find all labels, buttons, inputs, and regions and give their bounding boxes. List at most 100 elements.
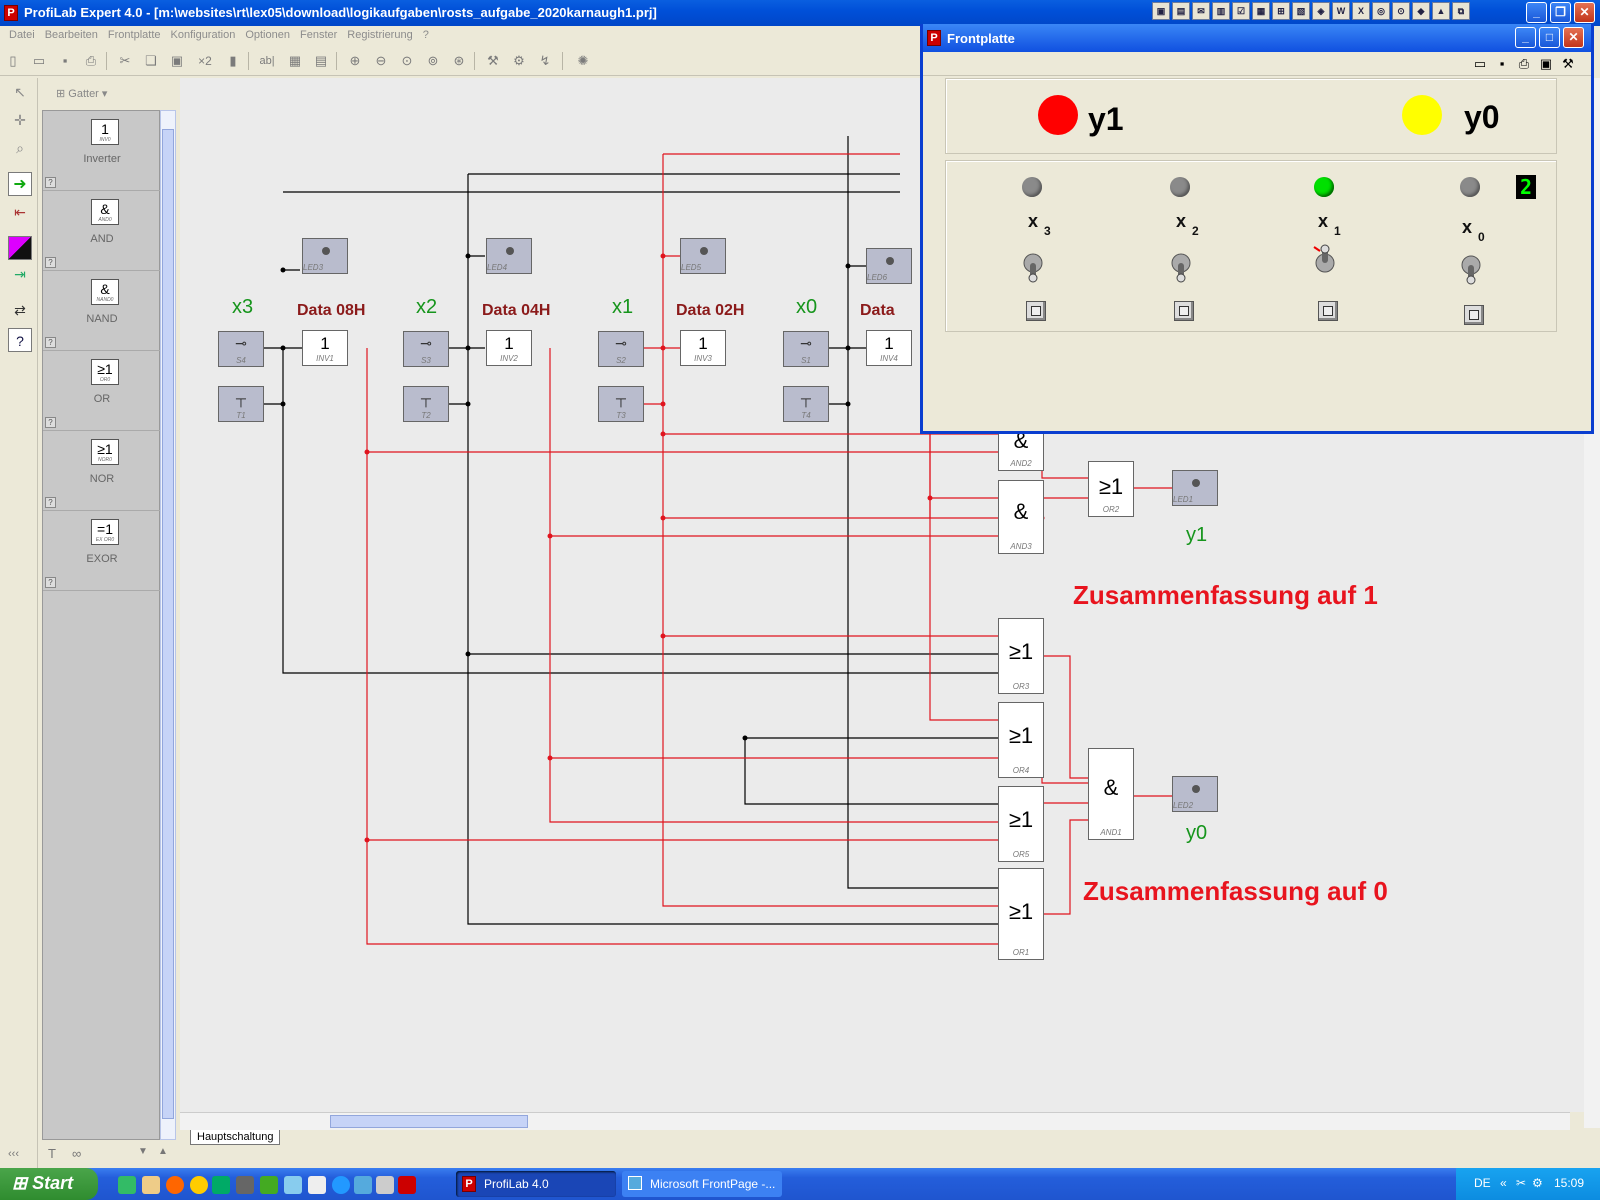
text-tool-button[interactable]: ab| [259,55,275,67]
paste-icon[interactable]: ▣ [1539,56,1553,71]
help-button[interactable]: ? [45,177,56,188]
and-gate[interactable]: &AND1 [1088,748,1134,840]
maximize-button[interactable]: □ [1539,27,1560,48]
duplicate-button[interactable]: ×2 [198,54,212,68]
list-icon[interactable]: ▤ [314,53,328,68]
tools-icon[interactable]: ⚒ [1562,56,1574,71]
print-icon[interactable]: ⎙ [85,53,97,68]
browser-icon[interactable] [190,1176,208,1194]
and-gate[interactable]: &AND3 [998,480,1044,554]
internet-explorer-icon[interactable] [332,1176,350,1194]
switch-component[interactable]: ⊸S2 [598,331,644,367]
zoom-out-icon[interactable]: ⊖ [375,53,387,68]
crosshair-icon[interactable]: ✛ [14,112,26,128]
folder-icon[interactable] [142,1176,160,1194]
clock[interactable]: 15:09 [1554,1176,1585,1190]
help-button[interactable]: ? [45,257,56,268]
cut-icon[interactable]: ✂ [119,53,131,68]
frontpanel-icon[interactable] [8,236,32,260]
zoom-all-icon[interactable]: ⊛ [453,53,465,68]
tray-icon[interactable]: ▲ [1432,2,1450,20]
route-icon[interactable]: ↯ [539,53,551,68]
copy-icon[interactable]: ❏ [145,53,157,68]
pointer-icon[interactable]: ↖ [14,84,26,100]
pushbutton-component[interactable]: ┬T4 [783,386,829,422]
push-button-x3[interactable] [1026,301,1046,321]
tray-icon[interactable]: ⊙ [1392,2,1410,20]
tray-tool-icon[interactable]: ✂ [1516,1176,1527,1190]
led-component[interactable]: LED3 [302,238,348,274]
palette-dropdown[interactable]: ⊞ Gatter ▾ [40,80,176,104]
link-icon[interactable]: ⇄ [14,302,26,318]
tray-app-icon[interactable]: ⚙ [1532,1176,1543,1190]
menu-fenster[interactable]: Fenster [299,29,338,41]
scroll-thumb[interactable] [162,129,174,1119]
help-button[interactable]: ? [45,417,56,428]
document-icon[interactable] [308,1176,326,1194]
push-button-x0[interactable] [1464,305,1484,325]
switch-component[interactable]: ⊸S4 [218,331,264,367]
toggle-switch-x1[interactable] [1312,243,1338,277]
tray-icon[interactable]: ▣ [1152,2,1170,20]
toggle-switch-x2[interactable] [1168,249,1194,283]
tool-icon[interactable] [236,1176,254,1194]
language-indicator[interactable]: DE [1474,1176,1491,1190]
stop-icon[interactable]: ⇤ [14,204,26,220]
help-pointer-icon[interactable]: ? [8,328,32,352]
frontpage-icon[interactable] [354,1176,372,1194]
settings-gear-icon[interactable]: ✺ [577,53,589,68]
close-button[interactable]: ✕ [1574,2,1595,23]
word-icon[interactable]: W [1332,2,1350,20]
tray-icon[interactable]: ☑ [1232,2,1250,20]
tray-icon[interactable]: ✉ [1192,2,1210,20]
led-component[interactable]: LED2 [1172,776,1218,812]
close-button[interactable]: ✕ [1563,27,1584,48]
menu-datei[interactable]: Datei [9,29,35,41]
help-button[interactable]: ? [45,497,56,508]
collapse-button[interactable]: ‹‹‹ [8,1148,19,1160]
app-launcher-icon[interactable] [212,1176,230,1194]
app-icon[interactable]: P [4,5,18,21]
menu-konfiguration[interactable]: Konfiguration [170,29,236,41]
zoom-in-icon[interactable]: ⊕ [349,53,361,68]
tray-icon[interactable]: ◎ [1372,2,1390,20]
profilab-icon[interactable] [398,1176,416,1194]
text-icon[interactable]: T [48,1146,56,1161]
import-icon[interactable]: ⇥ [14,266,26,282]
palette-scrollbar[interactable] [160,110,176,1140]
task-frontpage[interactable]: Microsoft FrontPage -... [622,1171,782,1197]
palette-item-and[interactable]: &AND0 AND ? [43,191,161,271]
help-button[interactable]: ? [45,577,56,588]
tray-icon[interactable]: ⊞ [1272,2,1290,20]
zoom-fit-icon[interactable]: ⊙ [401,53,413,68]
run-arrow-icon[interactable]: ➜ [8,172,32,196]
minimize-button[interactable]: _ [1515,27,1536,48]
tray-icon[interactable]: ▥ [1212,2,1230,20]
led-component[interactable]: LED4 [486,238,532,274]
save-icon[interactable]: ▪ [62,53,68,68]
menu-frontplatte[interactable]: Frontplatte [107,29,161,41]
toggle-switch-x0[interactable] [1458,251,1484,285]
paste-icon[interactable]: ▣ [170,53,184,68]
new-file-icon[interactable]: ▯ [9,53,17,68]
tray-arrow-icon[interactable]: « [1500,1176,1507,1190]
canvas-horizontal-scrollbar[interactable] [180,1112,1570,1130]
led-component[interactable]: LED5 [680,238,726,274]
tray-icon[interactable]: ◆ [1412,2,1430,20]
excel-icon[interactable]: X [1352,2,1370,20]
push-button-x2[interactable] [1174,301,1194,321]
tab-hauptschaltung[interactable]: Hauptschaltung [190,1130,281,1145]
menu-help[interactable]: ? [422,29,429,41]
firefox-icon[interactable] [166,1176,184,1194]
zoom-page-icon[interactable]: ⊚ [427,53,439,68]
restore-button[interactable]: ❐ [1550,2,1571,23]
